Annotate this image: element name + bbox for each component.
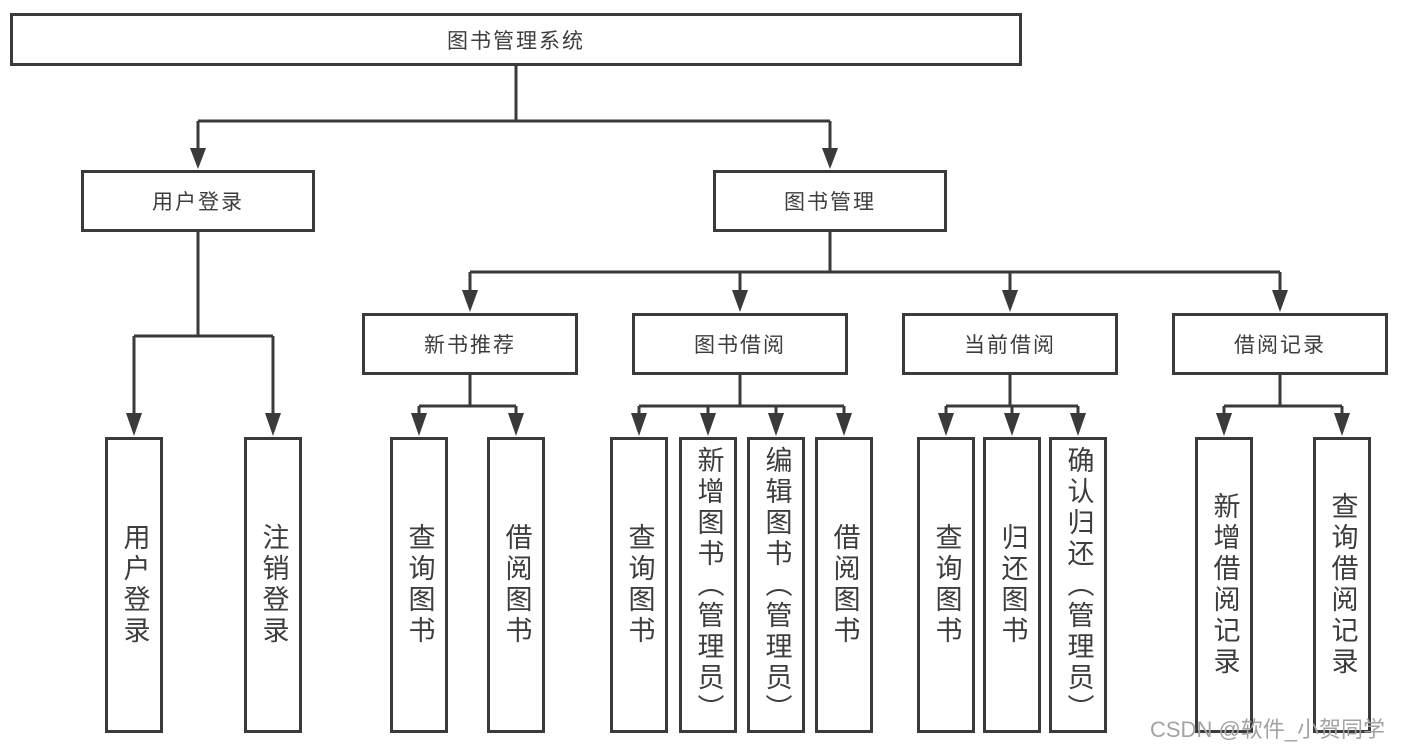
leaf-borrow-books-newbook-label: 借阅图书 — [501, 523, 532, 647]
leaf-add-book-admin: 新增图书（管理员） — [679, 437, 737, 733]
node-current-borrowing-label: 当前借阅 — [964, 334, 1056, 357]
leaf-logout: 注销登录 — [244, 437, 302, 733]
leaf-query-borrow-record-label: 查询借阅记录 — [1327, 492, 1358, 678]
node-book-borrowing-label: 图书借阅 — [694, 334, 786, 357]
node-user-login: 用户登录 — [81, 170, 315, 232]
connector-records-to-leaves — [1216, 375, 1350, 436]
csdn-watermark: CSDN @软件_小贺同学 — [1150, 717, 1386, 742]
connector-bookborrow-to-leaves — [631, 375, 852, 436]
node-book-borrowing: 图书借阅 — [632, 313, 848, 375]
node-book-management-label: 图书管理 — [784, 191, 876, 214]
leaf-query-books-borrow: 查询图书 — [610, 437, 668, 733]
connector-bookmgmt-to-level3 — [462, 232, 1288, 312]
root-node: 图书管理系统 — [10, 13, 1022, 66]
node-borrow-records-label: 借阅记录 — [1234, 334, 1326, 357]
connector-userlogin-to-leaves — [126, 232, 281, 436]
leaf-add-borrow-record: 新增借阅记录 — [1195, 437, 1253, 733]
leaf-query-books-current-label: 查询图书 — [931, 523, 962, 647]
leaf-borrow-books-newbook: 借阅图书 — [487, 437, 545, 733]
leaf-return-books: 归还图书 — [983, 437, 1041, 733]
leaf-query-books-newbook-label: 查询图书 — [404, 523, 435, 647]
node-user-login-label: 用户登录 — [152, 191, 244, 214]
node-new-book-recommend-label: 新书推荐 — [424, 334, 516, 357]
node-new-book-recommend: 新书推荐 — [362, 313, 578, 375]
leaf-confirm-return-admin: 确认归还（管理员） — [1049, 437, 1107, 733]
node-book-management: 图书管理 — [713, 170, 947, 232]
leaf-borrow-books-borrow: 借阅图书 — [815, 437, 873, 733]
leaf-add-borrow-record-label: 新增借阅记录 — [1209, 492, 1240, 678]
connector-currentborrow-to-leaves — [938, 375, 1086, 436]
node-borrow-records: 借阅记录 — [1172, 313, 1388, 375]
leaf-edit-book-admin: 编辑图书（管理员） — [747, 437, 805, 733]
leaf-user-login: 用户登录 — [105, 437, 163, 733]
connector-root-to-level2 — [190, 66, 838, 169]
leaf-return-books-label: 归还图书 — [997, 523, 1028, 647]
leaf-query-books-borrow-label: 查询图书 — [624, 523, 655, 647]
leaf-edit-book-admin-label: 编辑图书（管理员） — [761, 445, 792, 725]
leaf-query-borrow-record: 查询借阅记录 — [1313, 437, 1371, 733]
leaf-logout-label: 注销登录 — [258, 523, 289, 647]
connector-newbook-to-leaves — [411, 375, 524, 436]
leaf-query-books-current: 查询图书 — [917, 437, 975, 733]
root-node-label: 图书管理系统 — [447, 29, 585, 53]
leaf-add-book-admin-label: 新增图书（管理员） — [693, 445, 724, 725]
node-current-borrowing: 当前借阅 — [902, 313, 1118, 375]
leaf-query-books-newbook: 查询图书 — [390, 437, 448, 733]
leaf-user-login-label: 用户登录 — [119, 523, 150, 647]
leaf-confirm-return-admin-label: 确认归还（管理员） — [1063, 445, 1094, 725]
leaf-borrow-books-borrow-label: 借阅图书 — [829, 523, 860, 647]
